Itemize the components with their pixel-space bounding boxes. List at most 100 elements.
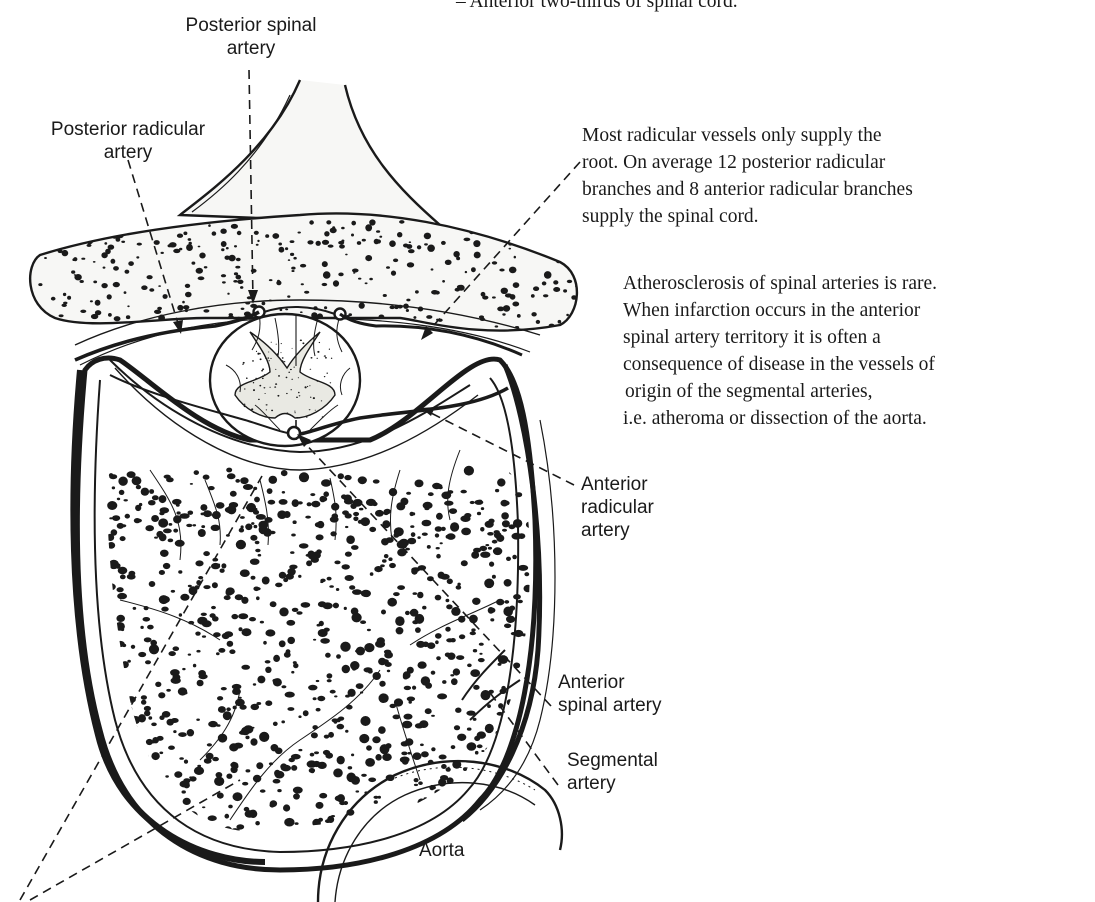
bone-speckle [309,220,314,224]
note-line: Atherosclerosis of spinal arteries is ra… [623,270,937,297]
bone-speckle [542,238,548,244]
label-line: artery [567,772,658,795]
bone-speckle [327,577,332,581]
bone-speckle [424,504,428,507]
bone-speckle [291,754,301,760]
note-atherosclerosis: Atherosclerosis of spinal arteries is ra… [623,270,937,432]
bone-speckle [155,682,161,687]
bone-speckle [109,473,113,477]
bone-speckle [368,669,373,673]
bone-speckle [93,261,96,263]
note-line: consequence of disease in the vessels of [623,351,937,378]
bone-speckle [469,615,478,624]
bone-speckle [435,633,442,639]
bone-speckle [492,575,496,579]
bone-speckle [179,248,182,251]
bone-speckle [301,476,308,482]
bone-speckle [138,652,146,657]
bone-speckle [281,765,291,772]
bone-speckle [307,502,312,506]
bone-speckle [108,313,112,317]
bone-speckle [298,392,300,394]
bone-speckle [383,294,387,297]
bone-speckle [447,579,453,585]
bone-speckle [258,521,268,529]
bone-speckle [473,718,477,721]
bone-speckle [470,631,476,635]
bone-speckle [274,770,280,777]
bone-speckle [196,719,200,721]
bone-speckle [572,255,578,259]
bone-speckle [113,282,120,287]
bone-speckle [269,360,270,361]
bone-speckle [163,529,172,534]
bone-speckle [185,292,192,298]
bone-speckle [38,283,42,286]
bone-speckle [201,613,207,616]
bone-speckle [246,769,251,772]
bone-speckle [377,637,385,644]
bone-speckle [226,587,235,595]
bone-speckle [328,245,334,248]
bone-speckle [204,758,212,764]
bone-speckle [351,754,354,757]
bone-speckle [193,524,197,526]
bone-speckle [173,646,180,651]
bone-speckle [332,226,335,229]
bone-speckle [387,670,390,673]
bone-speckle [265,393,266,394]
bone-speckle [129,815,133,820]
bone-speckle [422,520,432,527]
bone-speckle [269,279,273,281]
bone-speckle [257,676,265,684]
bone-speckle [250,535,257,541]
bone-speckle [524,572,529,576]
bone-speckle [145,525,154,531]
bone-speckle [438,778,446,786]
bone-speckle [352,269,359,273]
bone-speckle [426,315,432,319]
bone-speckle [100,233,105,236]
bone-speckle [251,408,253,410]
bone-speckle [498,663,502,666]
bone-speckle [349,585,355,590]
bone-speckle [67,296,71,300]
bone-speckle [424,243,428,245]
bone-speckle [479,653,482,655]
bone-speckle [342,665,350,674]
bone-speckle [475,751,479,755]
bone-speckle [226,774,232,779]
bone-speckle [251,576,256,580]
bone-speckle [262,368,264,370]
bone-speckle [294,411,295,412]
bone-speckle [159,752,163,755]
label-line: Segmental [567,749,658,772]
bone-speckle [233,280,237,283]
bone-speckle [267,488,273,494]
bone-speckle [359,302,365,308]
bone-speckle [436,656,441,660]
bone-speckle [530,220,534,223]
bone-speckle [533,224,536,226]
bone-speckle [415,480,424,488]
bone-speckle [275,383,277,385]
header-fragment: – Anterior two-thirds of spinal cord. [456,0,738,15]
bone-speckle [366,499,376,506]
bone-speckle [221,563,226,568]
bone-speckle [199,674,208,679]
bone-speckle [390,306,395,310]
bone-speckle [194,470,199,475]
bone-speckle [352,613,362,623]
bone-speckle [251,522,254,525]
bone-speckle [203,475,210,480]
bone-speckle [221,248,224,251]
bone-speckle [360,716,370,726]
bone-speckle [293,793,300,799]
bone-speckle [253,683,256,685]
bone-speckle [487,825,494,829]
bone-speckle [329,349,330,350]
bone-speckle [283,804,290,811]
bone-speckle [331,358,332,359]
bone-speckle [44,257,47,259]
